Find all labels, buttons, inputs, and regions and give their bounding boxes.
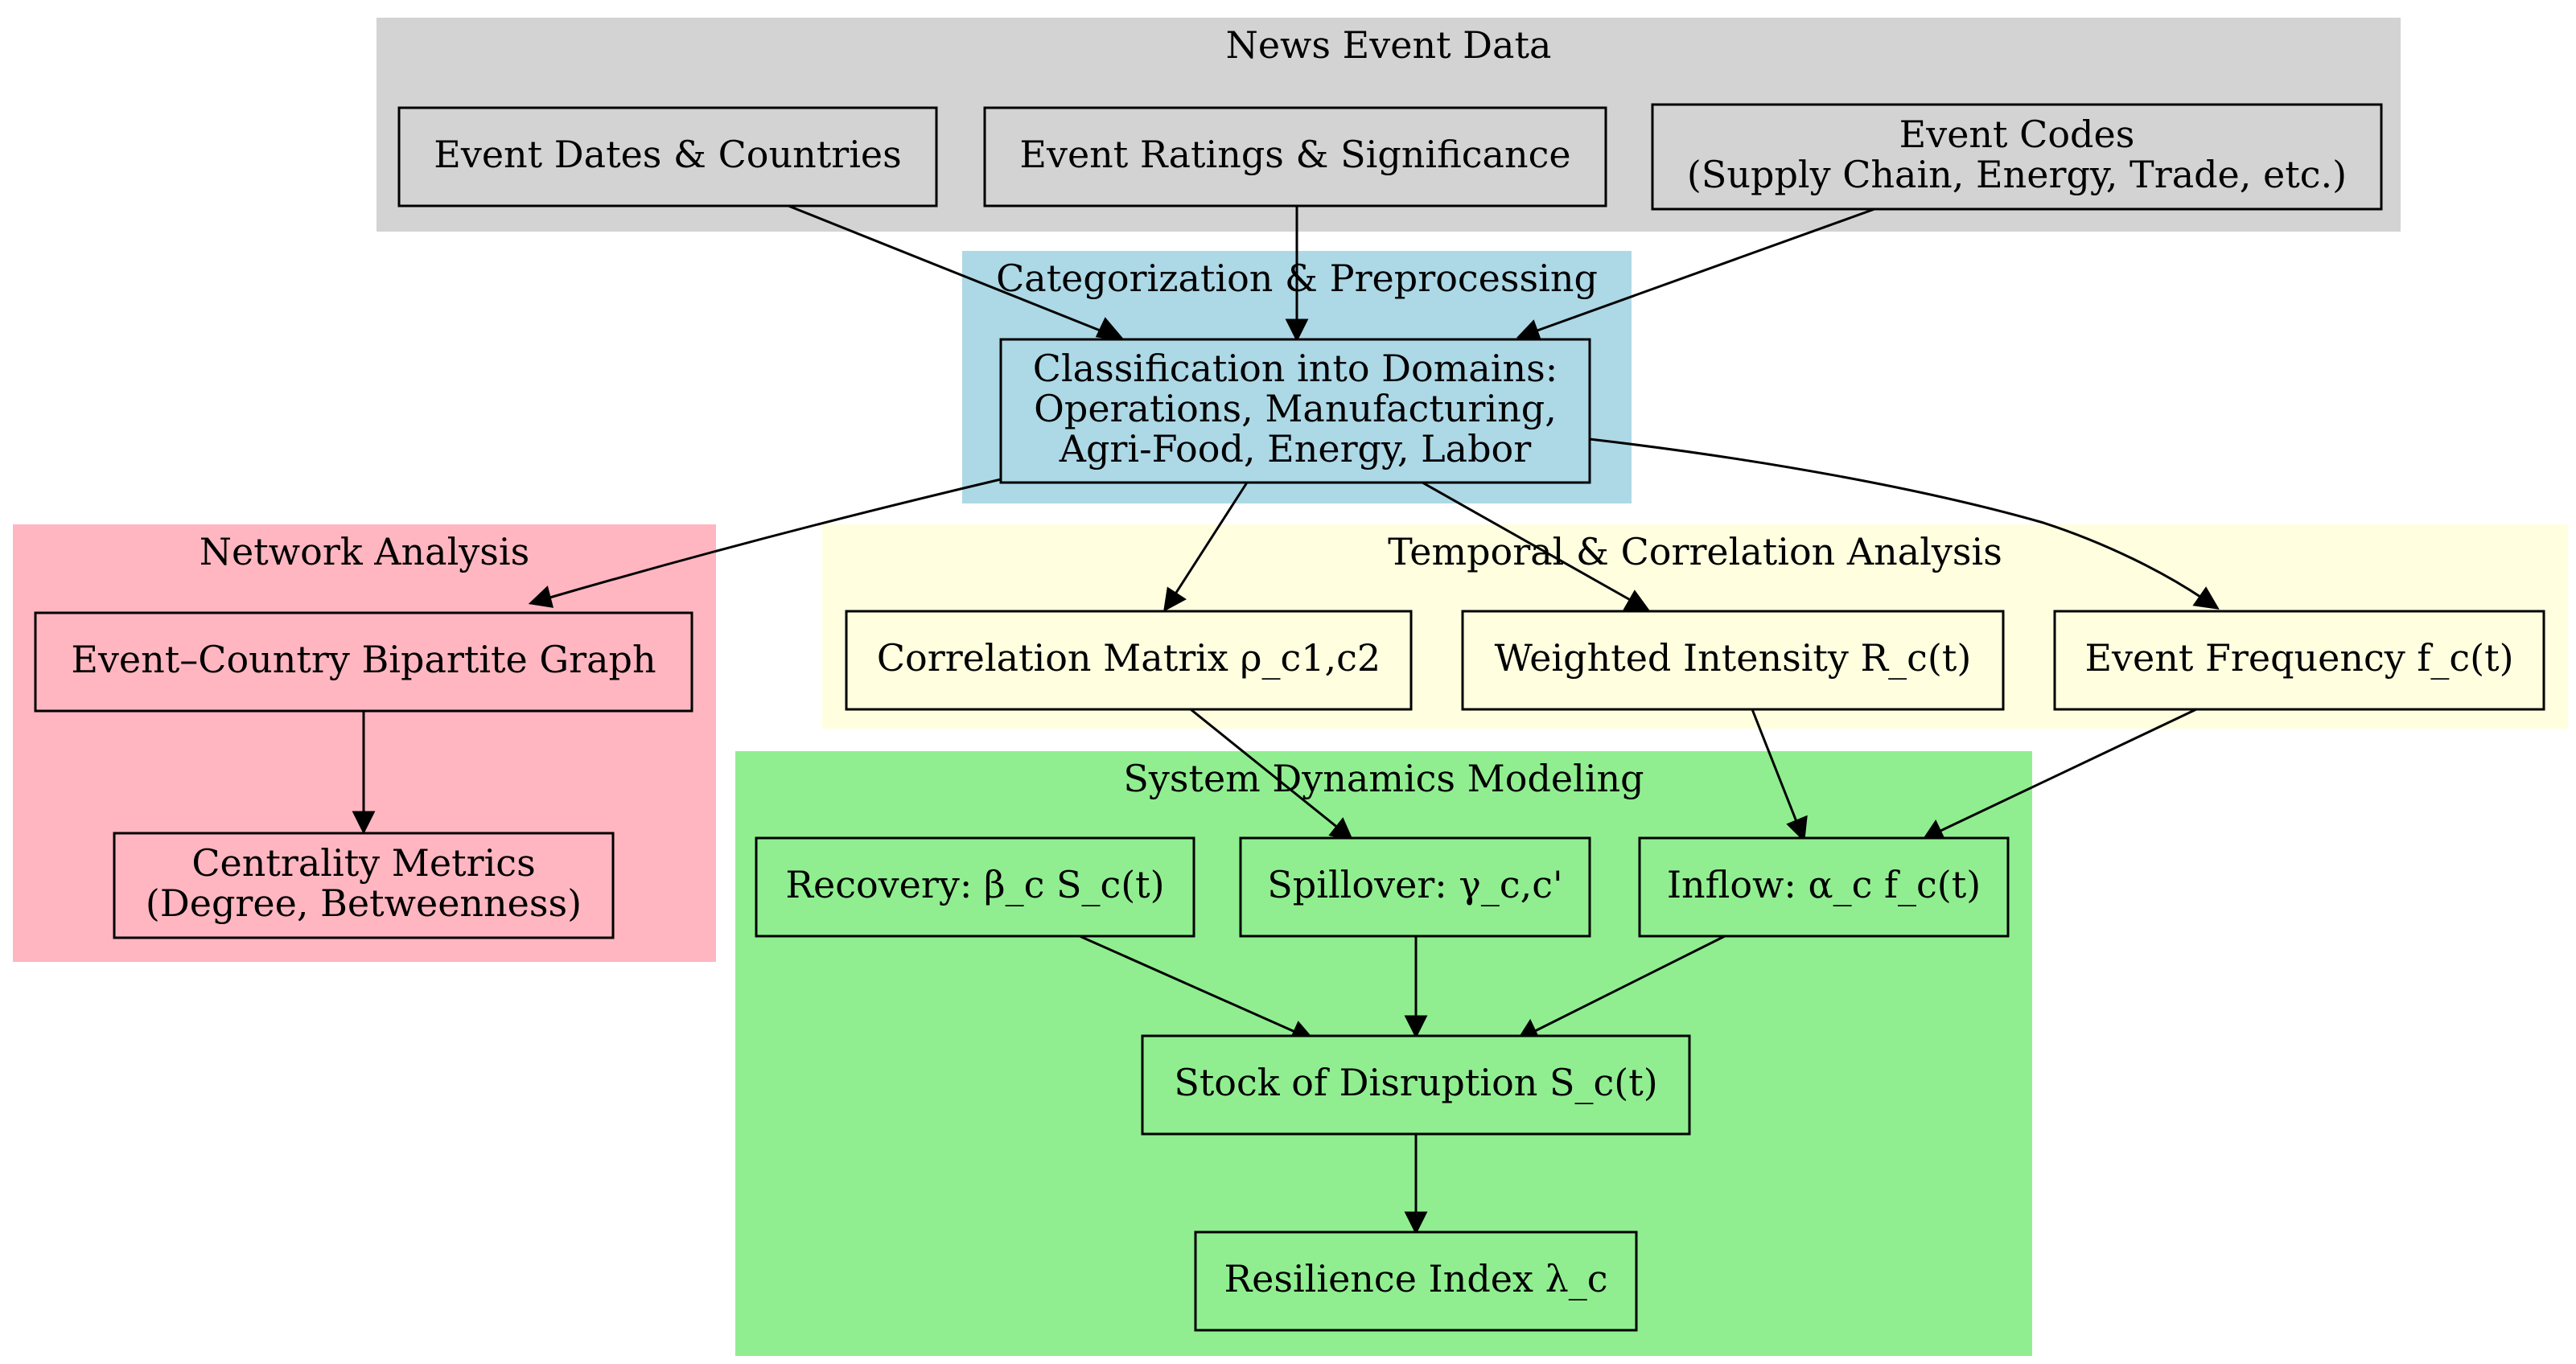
edge-codes-to-classification bbox=[1534, 207, 1875, 333]
edge-dates-to-classification bbox=[788, 204, 1111, 336]
edge-bipartite-to-centrality-arrowhead bbox=[352, 811, 376, 835]
node-label-line: Event Ratings & Significance bbox=[1019, 133, 1570, 176]
node-correlation-matrix: Correlation Matrix ρ_c1,c2 bbox=[845, 610, 1413, 711]
edge-classification-to-frequency-arrowhead bbox=[2192, 586, 2220, 610]
edge-classification-to-frequency bbox=[1589, 438, 2204, 600]
edge-ratings-to-classification-arrowhead bbox=[1285, 318, 1309, 343]
node-spillover: Spillover: γ_c,c' bbox=[1239, 836, 1591, 938]
node-box bbox=[845, 610, 1413, 711]
node-label-line: Classification into Domains: bbox=[1033, 347, 1558, 390]
node-label: Event Ratings & Significance bbox=[1019, 133, 1570, 176]
node-label: Classification into Domains:Operations, … bbox=[1033, 347, 1558, 470]
node-label-line: Centrality Metrics bbox=[191, 841, 535, 885]
edge-classification-to-bipartite-arrowhead bbox=[528, 585, 554, 608]
node-box bbox=[1239, 836, 1591, 938]
cluster-temporal-title: Temporal & Correlation Analysis bbox=[1388, 530, 2002, 573]
node-label: Recovery: β_c S_c(t) bbox=[785, 863, 1164, 906]
node-label-line: Event–Country Bipartite Graph bbox=[71, 638, 656, 681]
node-box bbox=[113, 832, 615, 939]
node-resilience-index: Resilience Index λ_c bbox=[1194, 1230, 1638, 1332]
node-box bbox=[397, 106, 938, 207]
node-event-dates-countries: Event Dates & Countries bbox=[397, 106, 938, 207]
edge-recovery-to-stock bbox=[1079, 935, 1298, 1034]
cluster-system-title: System Dynamics Modeling bbox=[1123, 757, 1644, 800]
node-event-frequency: Event Frequency f_c(t) bbox=[2053, 610, 2545, 711]
node-box bbox=[1194, 1230, 1638, 1332]
node-label: Correlation Matrix ρ_c1,c2 bbox=[877, 636, 1381, 680]
node-box bbox=[1461, 610, 2005, 711]
node-label: Event Dates & Countries bbox=[434, 133, 902, 176]
edge-correlation-to-spillover bbox=[1190, 708, 1339, 830]
edge-classification-to-weighted-arrowhead bbox=[1623, 590, 1651, 611]
node-box bbox=[34, 611, 693, 713]
node-box bbox=[2053, 610, 2545, 711]
node-label-line: Agri-Food, Energy, Labor bbox=[1059, 427, 1531, 470]
node-label-line: Event Dates & Countries bbox=[434, 133, 902, 176]
node-label: Stock of Disruption S_c(t) bbox=[1174, 1061, 1657, 1104]
node-label-line: (Degree, Betweenness) bbox=[146, 881, 582, 925]
node-label: Event–Country Bipartite Graph bbox=[71, 638, 656, 681]
node-label-line: Spillover: γ_c,c' bbox=[1267, 863, 1562, 906]
edge-classification-to-bipartite bbox=[546, 478, 1002, 600]
node-label: Event Frequency f_c(t) bbox=[2084, 636, 2513, 680]
node-event-ratings-significance: Event Ratings & Significance bbox=[983, 106, 1607, 207]
node-label: Resilience Index λ_c bbox=[1224, 1257, 1607, 1300]
node-classification-domains: Classification into Domains:Operations, … bbox=[999, 338, 1591, 484]
node-box bbox=[1141, 1034, 1691, 1136]
edge-classification-to-weighted bbox=[1422, 481, 1634, 603]
node-label: Spillover: γ_c,c' bbox=[1267, 863, 1562, 906]
node-label-line: Inflow: α_c f_c(t) bbox=[1667, 863, 1981, 906]
node-label-line: Event Codes bbox=[1899, 113, 2135, 156]
node-label: Event Codes(Supply Chain, Energy, Trade,… bbox=[1687, 113, 2347, 196]
node-box bbox=[1638, 836, 2010, 938]
node-label: Centrality Metrics(Degree, Betweenness) bbox=[146, 841, 582, 925]
edge-spillover-to-stock-arrowhead bbox=[1404, 1015, 1428, 1039]
cluster-news-title: News Event Data bbox=[1226, 23, 1552, 67]
edge-inflow-to-stock bbox=[1534, 935, 1726, 1033]
edge-classification-to-correlation bbox=[1173, 482, 1249, 596]
edges bbox=[352, 204, 2220, 1235]
node-label: Inflow: α_c f_c(t) bbox=[1667, 863, 1981, 906]
edge-frequency-to-inflow bbox=[1938, 708, 2197, 833]
node-box bbox=[1651, 103, 2383, 211]
node-event-codes: Event Codes(Supply Chain, Energy, Trade,… bbox=[1651, 103, 2383, 211]
node-stock-of-disruption: Stock of Disruption S_c(t) bbox=[1141, 1034, 1691, 1136]
node-weighted-intensity: Weighted Intensity R_c(t) bbox=[1461, 610, 2005, 711]
node-label-line: Weighted Intensity R_c(t) bbox=[1495, 636, 1972, 680]
node-label-line: Resilience Index λ_c bbox=[1224, 1257, 1607, 1300]
cluster-network-title: Network Analysis bbox=[200, 530, 529, 573]
node-centrality-metrics: Centrality Metrics(Degree, Betweenness) bbox=[113, 832, 615, 939]
node-label: Weighted Intensity R_c(t) bbox=[1495, 636, 1972, 680]
node-box bbox=[755, 836, 1195, 938]
node-label-line: Operations, Manufacturing, bbox=[1034, 387, 1557, 430]
node-bipartite-graph: Event–Country Bipartite Graph bbox=[34, 611, 693, 713]
edge-classification-to-correlation-arrowhead bbox=[1163, 586, 1187, 612]
node-label-line: Recovery: β_c S_c(t) bbox=[785, 863, 1164, 906]
node-label-line: Stock of Disruption S_c(t) bbox=[1174, 1061, 1657, 1104]
node-label-line: Event Frequency f_c(t) bbox=[2084, 636, 2513, 680]
node-box bbox=[983, 106, 1607, 207]
node-inflow: Inflow: α_c f_c(t) bbox=[1638, 836, 2010, 938]
node-box bbox=[999, 338, 1591, 484]
edge-weighted-to-inflow-arrowhead bbox=[1786, 815, 1808, 843]
edge-weighted-to-inflow bbox=[1751, 709, 1799, 824]
node-recovery: Recovery: β_c S_c(t) bbox=[755, 836, 1195, 938]
node-label-line: Correlation Matrix ρ_c1,c2 bbox=[877, 636, 1381, 680]
node-label-line: (Supply Chain, Energy, Trade, etc.) bbox=[1687, 153, 2347, 196]
edge-stock-to-resilience-arrowhead bbox=[1404, 1211, 1428, 1235]
